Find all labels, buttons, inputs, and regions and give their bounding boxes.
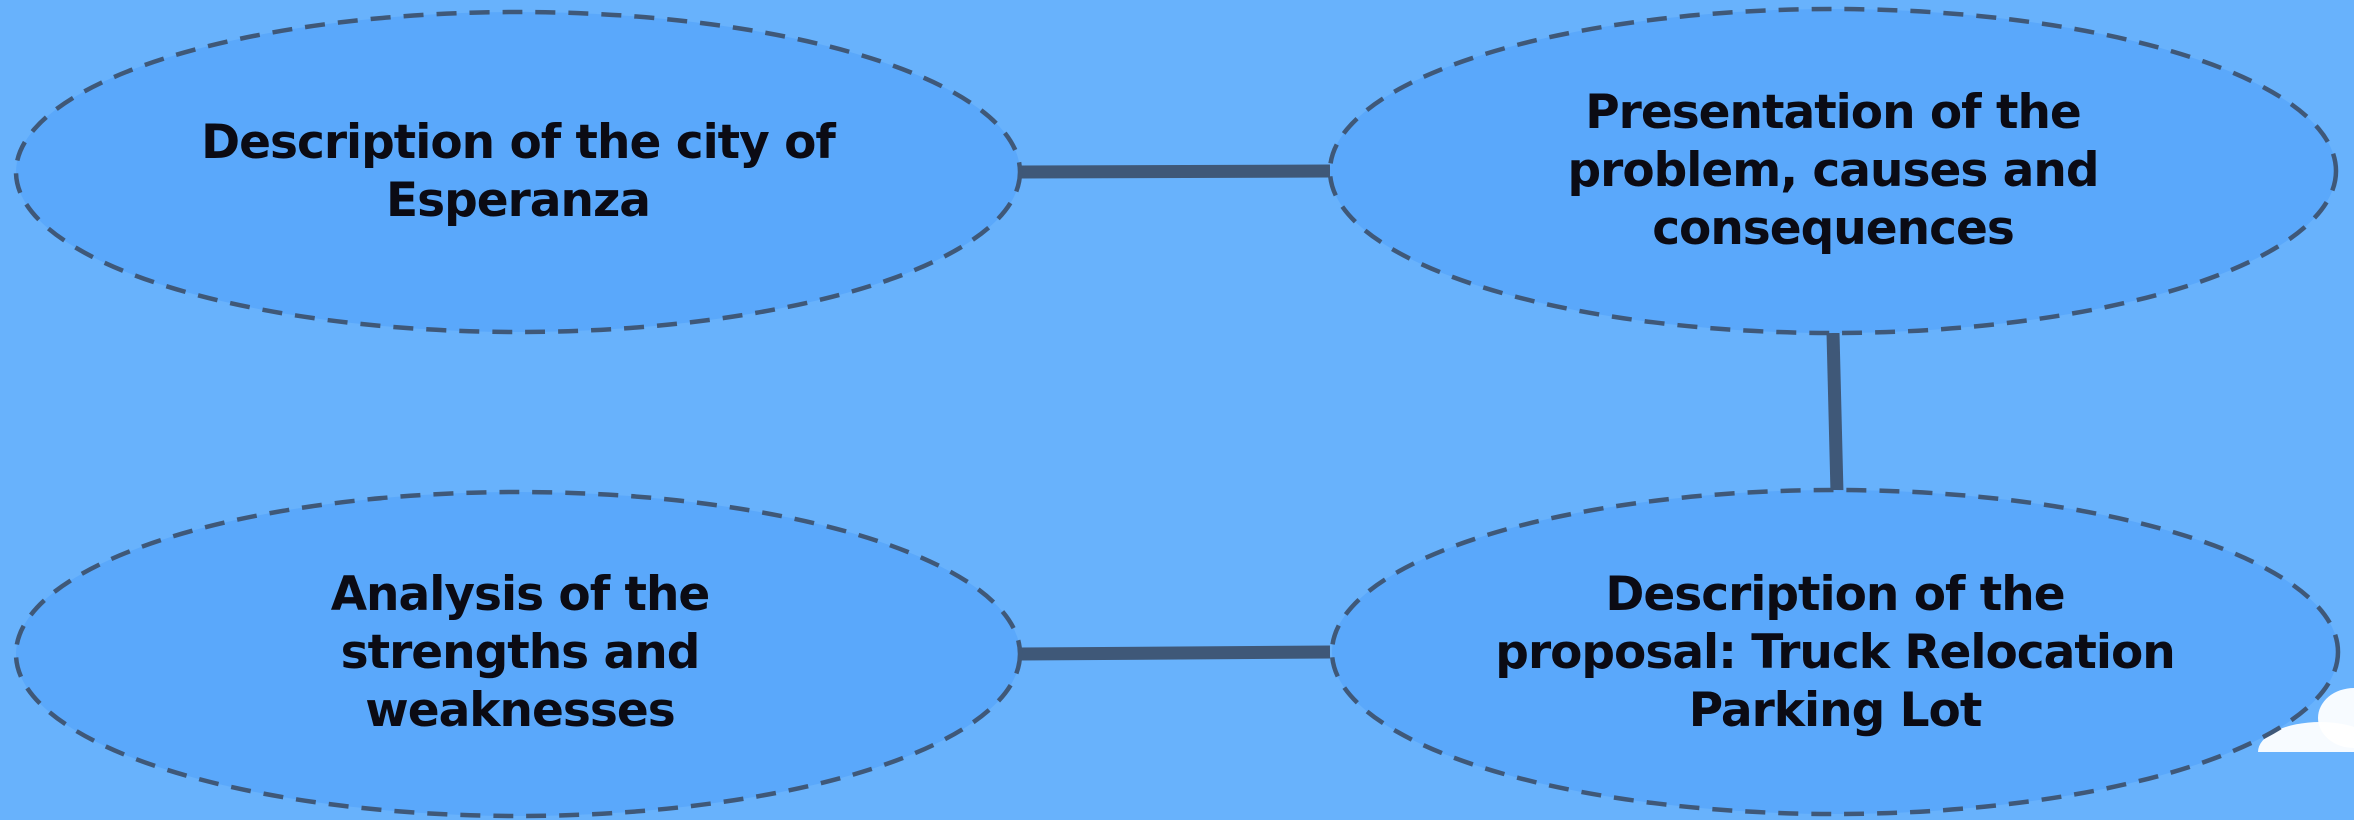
connector-city-problem — [1019, 164, 1331, 179]
connector-problem-proposal — [1826, 332, 1844, 494]
connector-analysis-proposal — [1019, 645, 1331, 661]
node-city — [13, 9, 1023, 335]
node-analysis-label: Analysis of the strengths and weaknesses — [330, 567, 711, 738]
cloud-decoration — [2240, 688, 2354, 820]
node-city-label: Description of the city of Esperanza — [201, 115, 836, 228]
node-proposal-label: Description of the proposal: Truck Reloc… — [1495, 567, 2175, 738]
node-proposal — [1329, 487, 2341, 817]
node-problem — [1327, 6, 2339, 336]
node-analysis — [13, 489, 1023, 819]
node-problem-label: Presentation of the problem, causes and … — [1567, 85, 2100, 256]
